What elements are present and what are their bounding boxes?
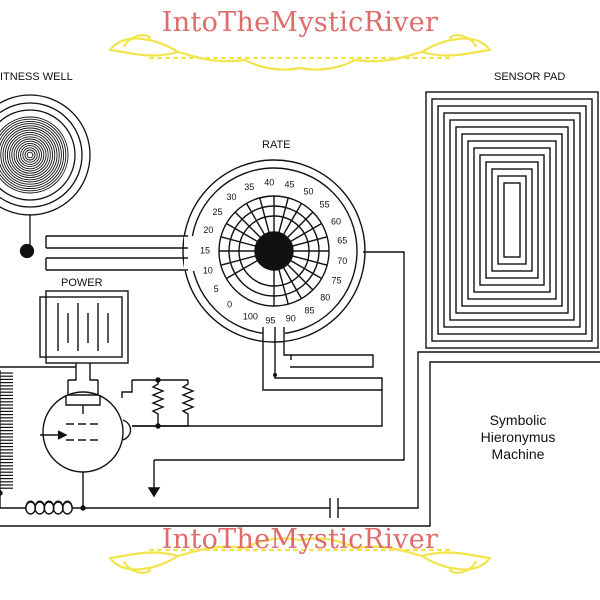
horizontal-coil	[25, 500, 73, 515]
sensor-pad-loop	[425, 91, 599, 349]
sensor-pad-loop	[503, 182, 521, 258]
sensor-pad-loop	[467, 140, 557, 300]
dial-tick-label: 20	[203, 225, 213, 235]
caption-line-1: Symbolic	[489, 412, 547, 428]
dial-tick-label: 75	[331, 276, 341, 286]
resistors	[121, 377, 195, 429]
sensor-pad-loop	[491, 168, 533, 272]
sensor-pad-loop	[479, 154, 545, 286]
dial-tick-label: 15	[200, 245, 210, 255]
sensor-pad-loop	[431, 98, 593, 342]
sensor-pad	[425, 91, 599, 349]
dial-spokes	[219, 196, 329, 306]
dial-tick-label: 55	[319, 199, 329, 209]
dial-tick-label: 30	[226, 192, 236, 202]
witness-well-spiral	[0, 94, 91, 216]
dial-tick-label: 95	[265, 315, 275, 325]
sensor-pad-loop	[437, 105, 587, 335]
sensor-pad-loop	[485, 161, 539, 279]
dial-tick-label: 85	[304, 306, 314, 316]
dial-tick-label: 100	[243, 311, 258, 321]
machine-caption: Symbolic Hieronymus Machine	[470, 412, 566, 463]
sensor-pad-loop	[473, 147, 551, 293]
dial-tick-label: 0	[227, 299, 232, 309]
brand-watermark-bottom: IntoTheMysticRiver	[161, 524, 439, 555]
rate-label: RATE	[262, 139, 291, 151]
caption-line-3: Machine	[491, 446, 545, 462]
dial-tick-label: 35	[244, 182, 254, 192]
ornament-flourishes	[108, 34, 492, 574]
input-channel	[45, 235, 198, 271]
power-label: POWER	[61, 277, 103, 289]
brand-watermark-top: IntoTheMysticRiver	[161, 7, 439, 38]
sensor-pad-loop	[497, 175, 527, 265]
caption-line-2: Hieronymus	[480, 429, 556, 445]
dial-tick-label: 70	[337, 256, 347, 266]
vacuum-tube	[40, 380, 132, 473]
dial-tick-label: 60	[331, 216, 341, 226]
dial-tick-label: 90	[286, 314, 296, 324]
power-battery	[39, 290, 129, 381]
output-channel	[262, 325, 383, 391]
wiring	[0, 251, 600, 527]
sensor-pad-loop	[449, 119, 575, 321]
sensor-pad-loop	[461, 133, 563, 307]
dial-tick-label: 45	[284, 179, 294, 189]
dial-tick-label: 80	[320, 293, 330, 303]
witness-well-label: ITNESS WELL	[0, 71, 73, 83]
dial-tick-label: 10	[203, 266, 213, 276]
witness-well	[0, 94, 91, 259]
vertical-coil	[0, 370, 13, 493]
dial-tick-label: 50	[303, 187, 313, 197]
dial-tick-label: 25	[212, 207, 222, 217]
dial-tick-label: 5	[214, 284, 219, 294]
sensor-pad-loop	[443, 112, 581, 328]
sensor-pad-label: SENSOR PAD	[494, 71, 566, 83]
dial-knob[interactable]	[254, 231, 294, 271]
dial-tick-label: 40	[264, 178, 274, 188]
sensor-pad-loop	[455, 126, 569, 314]
dial-tick-label: 65	[337, 236, 347, 246]
witness-well-terminal	[19, 243, 35, 259]
